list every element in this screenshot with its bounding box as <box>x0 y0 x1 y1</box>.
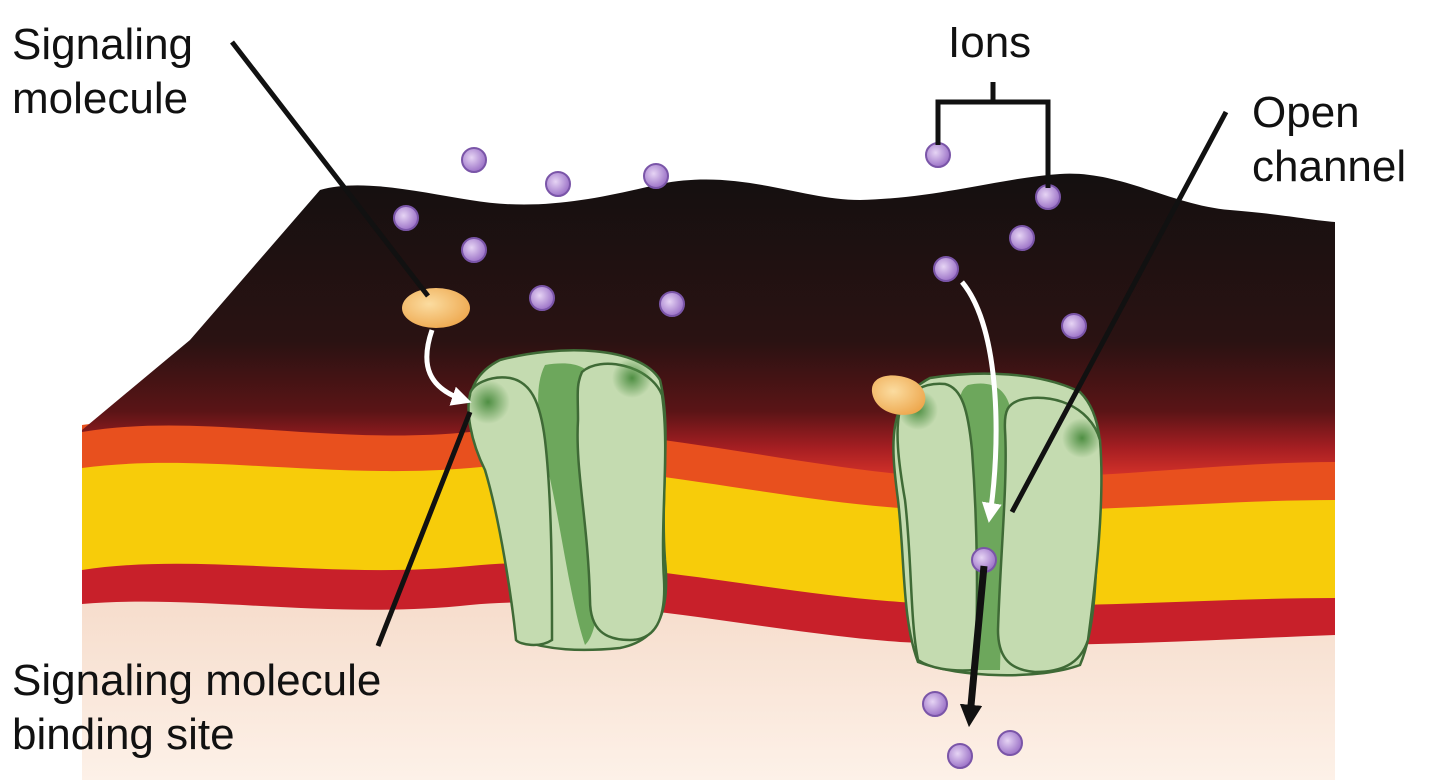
signaling-molecule-leader <box>230 40 430 298</box>
ions <box>393 142 1087 769</box>
open-channel-label: Open channel <box>1252 86 1406 194</box>
binding-site-label-line2: binding site <box>12 710 235 759</box>
ions-label-text: Ions <box>948 18 1032 67</box>
ion <box>947 743 973 769</box>
binding-site-label: Signaling molecule binding site <box>12 654 381 762</box>
open-channel-label-line1: Open <box>1252 88 1360 137</box>
ion <box>1061 313 1087 339</box>
ion <box>643 163 669 189</box>
ions-label: Ions <box>948 16 1031 70</box>
ion <box>461 147 487 173</box>
open-channel-label-line2: channel <box>1252 142 1407 191</box>
ion <box>529 285 555 311</box>
ion <box>1035 184 1061 210</box>
ion <box>925 142 951 168</box>
ion <box>393 205 419 231</box>
ion-flow-arrow <box>960 280 1002 523</box>
open-channel <box>892 372 1103 677</box>
ion-exit-arrow <box>959 565 988 728</box>
ion <box>461 237 487 263</box>
ion <box>659 291 685 317</box>
signaling-molecule-label: Signaling molecule <box>12 18 193 126</box>
signaling-molecule-label-line2: molecule <box>12 74 189 123</box>
ion <box>922 691 948 717</box>
binding-site-label-line1: Signaling molecule <box>12 656 382 705</box>
ions-bracket <box>935 82 1051 188</box>
ion <box>933 256 959 282</box>
ion <box>1009 225 1035 251</box>
open-channel-leader <box>1009 110 1229 514</box>
bound-signaling-molecule <box>871 375 926 415</box>
ion <box>997 730 1023 756</box>
closed-channel <box>466 349 668 652</box>
signaling-molecule-label-line1: Signaling <box>12 20 194 69</box>
cell-membrane <box>82 173 1335 645</box>
signaling-molecule <box>402 288 470 328</box>
binding-arrow <box>424 329 472 406</box>
ion <box>545 171 571 197</box>
binding-site-leader <box>375 411 473 647</box>
binding-site-marker <box>466 380 510 424</box>
